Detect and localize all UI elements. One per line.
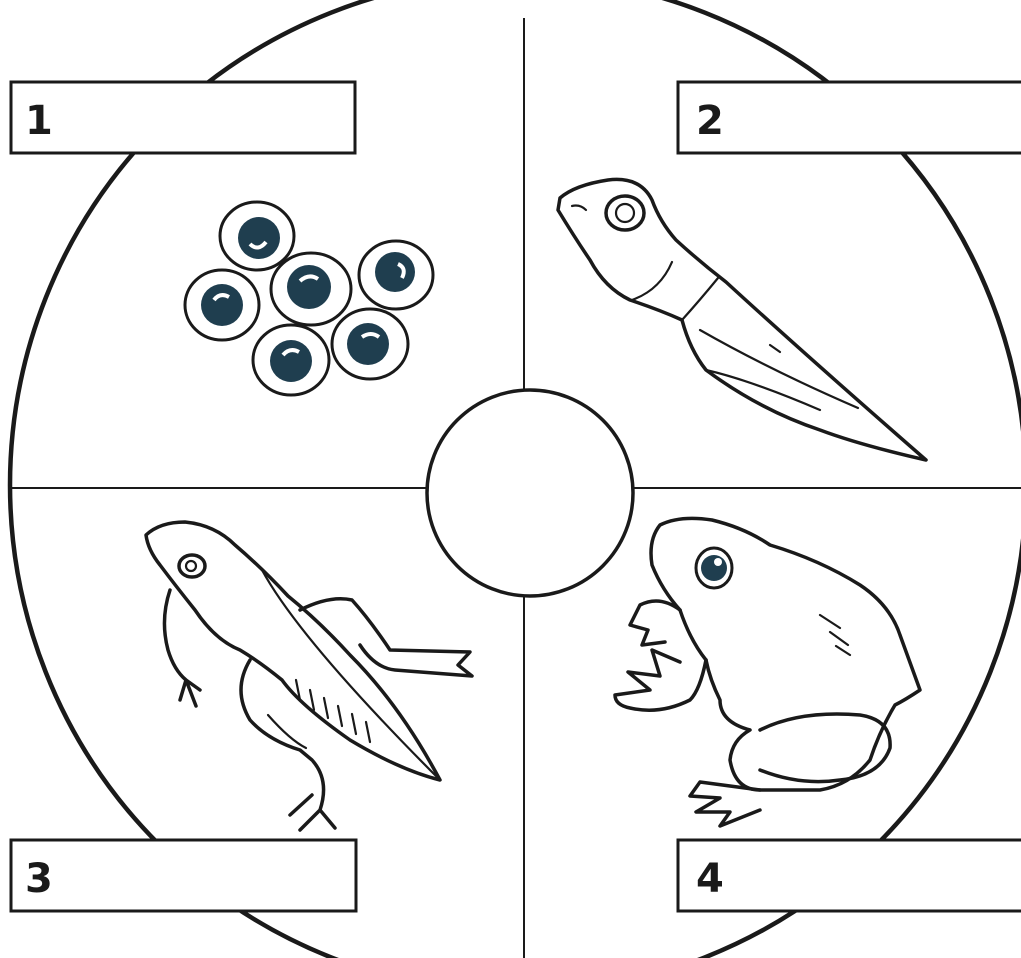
label-box-1[interactable]: 1 [11, 82, 355, 153]
stage-number-1: 1 [25, 98, 53, 144]
stage-number-2: 2 [696, 98, 724, 144]
label-box-2[interactable]: 2 [678, 82, 1021, 153]
label-box-3[interactable]: 3 [11, 840, 356, 911]
center-hub [427, 390, 633, 596]
label-box-4[interactable]: 4 [678, 840, 1021, 911]
stage-number-3: 3 [25, 856, 53, 902]
stage-number-4: 4 [696, 856, 724, 902]
